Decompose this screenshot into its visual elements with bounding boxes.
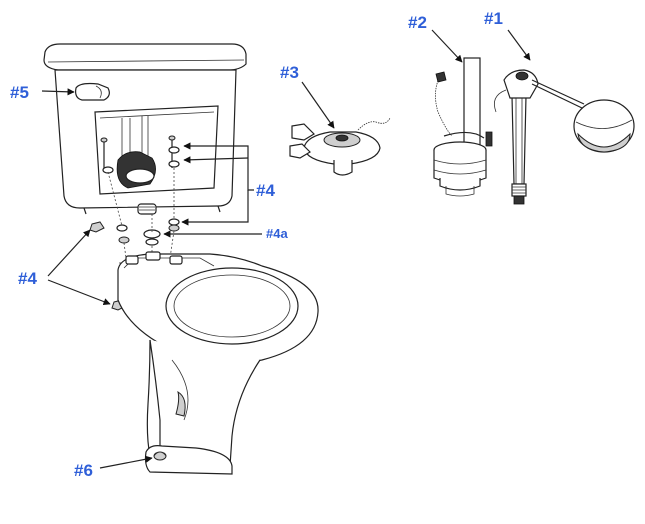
label-part-6: #6	[74, 461, 93, 480]
label-part-3: #3	[280, 63, 299, 82]
flapper-valve	[289, 117, 391, 176]
label-part-5: #5	[10, 83, 29, 102]
mounting-hardware	[89, 168, 180, 311]
label-part-2: #2	[408, 13, 427, 32]
label-part-4-lower: #4	[18, 269, 37, 288]
label-part-4a: #4a	[266, 226, 288, 241]
toilet-bowl	[117, 251, 319, 475]
flush-handle	[75, 82, 110, 101]
leader-lines	[41, 29, 531, 469]
flush-valve	[433, 57, 493, 197]
label-part-1: #1	[484, 9, 503, 28]
toilet-tank	[43, 43, 247, 215]
label-part-4-upper: #4	[256, 181, 275, 200]
fill-valve	[493, 69, 635, 205]
